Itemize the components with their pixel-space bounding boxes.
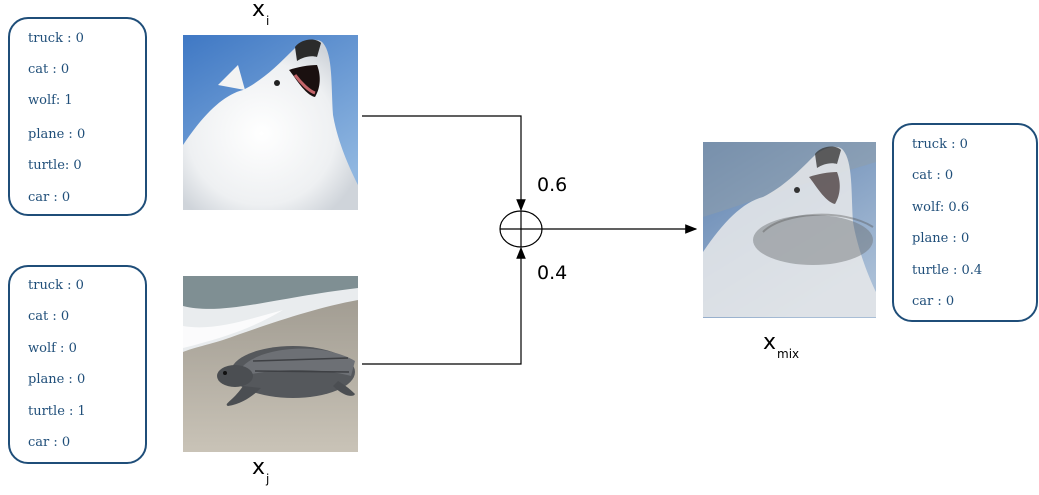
weight-xi: 0.6 bbox=[537, 174, 568, 196]
xi-symbol: xi bbox=[252, 0, 270, 28]
wolf-photo bbox=[183, 35, 358, 210]
label-xi-wolf: wolf: 1 bbox=[28, 93, 73, 108]
label-xi-plane: plane : 0 bbox=[28, 127, 86, 142]
circle-plus-icon bbox=[499, 210, 543, 248]
blended-wolf-turtle-photo bbox=[703, 142, 876, 318]
label-xj-car: car : 0 bbox=[28, 435, 71, 450]
label-xj-wolf: wolf : 0 bbox=[28, 341, 77, 356]
label-xj-turtle: turtle : 1 bbox=[28, 404, 86, 419]
label-xi-turtle: turtle: 0 bbox=[28, 158, 82, 173]
label-xmix-wolf: wolf: 0.6 bbox=[912, 200, 970, 215]
label-box-xi: truck : 0 cat : 0 wolf: 1 plane : 0 turt… bbox=[8, 17, 147, 216]
label-xmix-turtle: turtle : 0.4 bbox=[912, 263, 983, 278]
label-xi-cat: cat : 0 bbox=[28, 62, 70, 77]
xj-symbol: xj bbox=[252, 455, 270, 486]
wire-xi-to-mixer bbox=[362, 115, 526, 212]
label-xmix-plane: plane : 0 bbox=[912, 231, 970, 246]
label-xmix-car: car : 0 bbox=[912, 294, 955, 309]
label-xi-car: car : 0 bbox=[28, 190, 71, 205]
label-xj-cat: cat : 0 bbox=[28, 309, 70, 324]
label-xi-truck: truck : 0 bbox=[28, 31, 84, 46]
label-box-xj: truck : 0 cat : 0 wolf : 0 plane : 0 tur… bbox=[8, 265, 147, 464]
weight-xj: 0.4 bbox=[537, 262, 568, 284]
xmix-symbol: xmix bbox=[763, 330, 800, 361]
label-xmix-truck: truck : 0 bbox=[912, 137, 968, 152]
turtle-photo bbox=[183, 276, 358, 452]
label-xj-truck: truck : 0 bbox=[28, 278, 84, 293]
label-xj-plane: plane : 0 bbox=[28, 372, 86, 387]
label-xmix-cat: cat : 0 bbox=[912, 168, 954, 183]
wire-xj-to-mixer bbox=[362, 246, 526, 365]
label-box-xmix: truck : 0 cat : 0 wolf: 0.6 plane : 0 tu… bbox=[892, 123, 1038, 322]
